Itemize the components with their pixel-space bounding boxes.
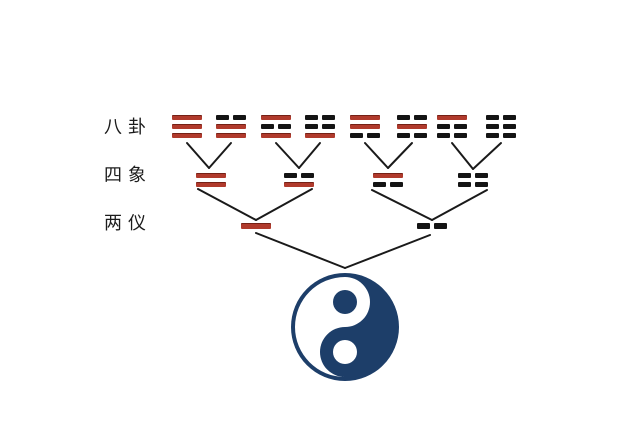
yang-solid-line	[241, 223, 271, 229]
yang-solid-line	[350, 124, 380, 129]
yang-solid-line	[261, 133, 291, 138]
yin-broken-line	[417, 223, 447, 229]
connector-line	[255, 188, 313, 221]
yang-solid-line	[373, 173, 403, 178]
connector-line	[371, 189, 433, 221]
yin-broken-line	[486, 133, 516, 138]
yin-broken-line	[397, 133, 427, 138]
label-liangyi: 两仪	[104, 213, 152, 234]
liangyi-yang	[241, 223, 271, 229]
trigram-xun	[350, 115, 380, 138]
connector-line	[255, 232, 346, 269]
yin-broken-line	[261, 124, 291, 129]
sixiang-shaoyin	[284, 173, 314, 187]
connector-line	[344, 234, 431, 269]
connector-line	[186, 142, 210, 169]
yin-broken-line	[486, 124, 516, 129]
connector-line	[472, 142, 502, 170]
connector-line	[364, 142, 389, 169]
yang-solid-line	[216, 133, 246, 138]
label-sixiang: 四象	[104, 165, 152, 186]
connector-line	[431, 189, 488, 221]
yang-solid-line	[284, 182, 314, 187]
yang-solid-line	[172, 124, 202, 129]
yin-broken-line	[216, 115, 246, 120]
connector-line	[387, 142, 413, 169]
yang-solid-line	[216, 124, 246, 129]
connector-line	[197, 188, 257, 221]
connector-line	[298, 142, 321, 169]
yang-solid-line	[196, 173, 226, 178]
trigram-gen	[437, 115, 467, 138]
connector-line	[451, 142, 474, 170]
trigram-li	[261, 115, 291, 138]
yin-broken-line	[437, 133, 467, 138]
yang-solid-line	[261, 115, 291, 120]
yang-solid-line	[305, 133, 335, 138]
sixiang-shaoyang	[373, 173, 403, 187]
trigram-qian	[172, 115, 202, 138]
label-bagua: 八卦	[104, 117, 152, 138]
yin-broken-line	[305, 124, 335, 129]
yin-broken-line	[284, 173, 314, 178]
yin-broken-line	[458, 173, 488, 178]
sixiang-taiyang	[196, 173, 226, 187]
sixiang-taiyin	[458, 173, 488, 187]
yin-broken-line	[437, 124, 467, 129]
trigram-dui	[216, 115, 246, 138]
yin-broken-line	[305, 115, 335, 120]
yang-solid-line	[172, 133, 202, 138]
trigram-kan	[397, 115, 427, 138]
taiji-bottom-dot	[333, 340, 357, 364]
yin-broken-line	[397, 115, 427, 120]
trigram-kun	[486, 115, 516, 138]
yang-solid-line	[196, 182, 226, 187]
yang-solid-line	[397, 124, 427, 129]
connector-line	[208, 142, 232, 169]
yang-solid-line	[437, 115, 467, 120]
yin-broken-line	[486, 115, 516, 120]
yin-broken-line	[458, 182, 488, 187]
taiji-top-dot	[333, 290, 357, 314]
yin-broken-line	[373, 182, 403, 187]
trigram-zhen	[305, 115, 335, 138]
taiji-symbol	[291, 273, 399, 381]
yin-broken-line	[350, 133, 380, 138]
connector-line	[275, 142, 300, 169]
yang-solid-line	[350, 115, 380, 120]
liangyi-yin	[417, 223, 447, 229]
yang-solid-line	[172, 115, 202, 120]
